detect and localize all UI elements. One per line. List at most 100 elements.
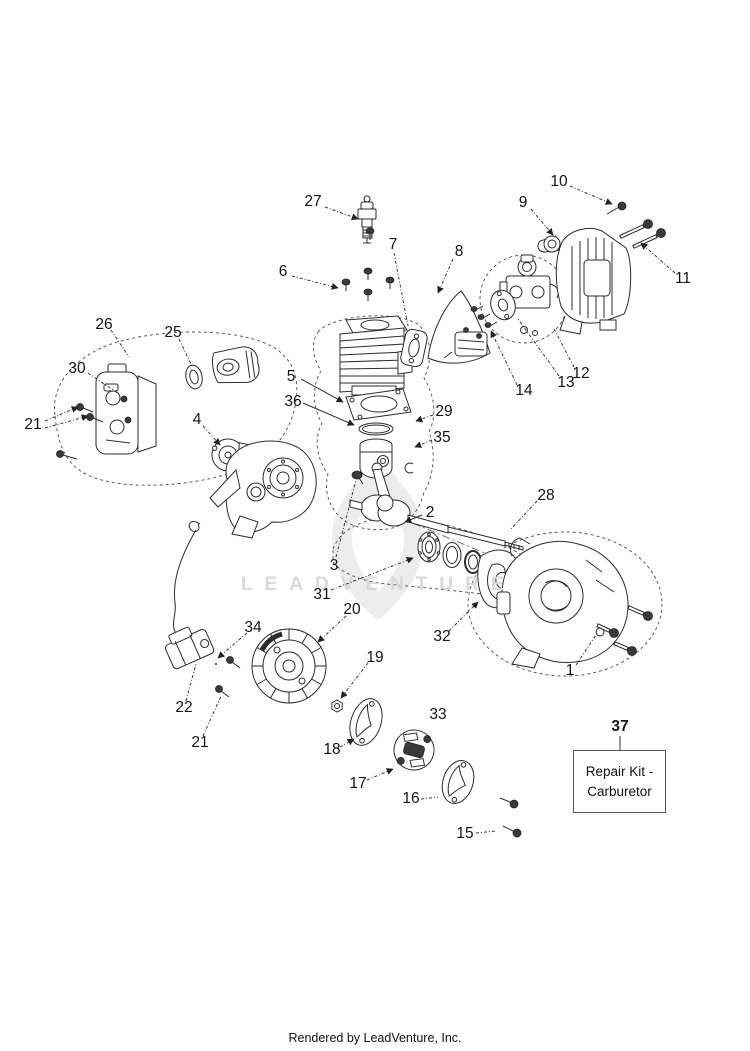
callout-31: 31 — [313, 586, 331, 603]
carburetor-screws — [470, 305, 498, 328]
callout-8: 8 — [454, 243, 464, 260]
callout-28: 28 — [537, 487, 555, 504]
cover-bolts — [606, 201, 666, 249]
piston-ring — [358, 422, 394, 436]
callout-13: 13 — [557, 374, 575, 391]
crank-seal — [464, 550, 482, 574]
callout-3: 3 — [329, 557, 339, 574]
leader-line — [415, 414, 434, 423]
callout-12: 12 — [572, 365, 590, 382]
callout-21: 21 — [191, 734, 209, 751]
cylinder-screws — [341, 227, 395, 301]
ignition-wire — [173, 521, 201, 635]
callout-26: 26 — [95, 316, 113, 333]
leader-line — [448, 601, 479, 632]
ignition-coil — [164, 626, 215, 670]
carburetor-gasket — [490, 289, 516, 321]
starter-plate-upper — [349, 698, 383, 746]
callout-4: 4 — [192, 411, 202, 428]
leader-line — [490, 330, 518, 386]
leader-line — [393, 252, 409, 327]
callout-9: 9 — [518, 194, 528, 211]
cylinder-base-gasket — [345, 388, 412, 421]
coil-screws — [215, 656, 241, 698]
callout-11: 11 — [674, 270, 692, 287]
leader-line — [202, 425, 221, 446]
callout-15: 15 — [456, 825, 474, 842]
left-crankcase-half — [209, 440, 317, 539]
callout-36: 36 — [284, 393, 302, 410]
callout-20: 20 — [343, 601, 361, 618]
callout-6: 6 — [278, 263, 288, 280]
leader-line — [517, 318, 560, 377]
heat-shield — [427, 290, 491, 364]
leader-line — [300, 378, 344, 403]
leader-line — [414, 439, 433, 448]
muffler-group-outline — [54, 331, 298, 486]
callout-7: 7 — [388, 236, 398, 253]
exhaust-flange — [212, 346, 260, 384]
starter-plate-lower — [441, 760, 475, 804]
callout-25: 25 — [164, 324, 182, 341]
callout-2: 2 — [425, 504, 435, 521]
callout-19: 19 — [366, 649, 384, 666]
flywheel — [251, 628, 327, 704]
leader-line — [575, 631, 599, 666]
crank-bearing — [417, 531, 441, 563]
callout-1: 1 — [565, 662, 575, 679]
watermark-flame-logo — [332, 452, 424, 620]
crankcase-bolts — [596, 605, 653, 656]
leader-line — [339, 738, 355, 748]
leader-line — [178, 338, 193, 367]
callout-30: 30 — [68, 360, 86, 377]
leader-line — [335, 479, 357, 558]
leader-line — [87, 372, 120, 395]
starter-pawl-assembly — [393, 729, 435, 771]
piston-circlip — [404, 462, 414, 474]
thrust-washer — [442, 542, 462, 568]
carburetor — [499, 254, 559, 336]
leader-line — [437, 258, 454, 294]
primer-bulb — [543, 235, 561, 253]
leader-line — [553, 328, 575, 368]
callout-32: 32 — [433, 628, 451, 645]
leader-line — [324, 206, 359, 221]
leader-line — [475, 830, 497, 834]
callout-21: 21 — [24, 416, 42, 433]
cylinder-group-outline — [313, 315, 435, 531]
callout-10: 10 — [550, 173, 568, 190]
leader-line — [110, 329, 130, 358]
shield-gasket — [400, 328, 428, 368]
crankcase-group-outline — [467, 531, 663, 677]
leader-line — [330, 557, 414, 591]
leader-line — [640, 242, 676, 274]
leader-line — [302, 402, 355, 426]
callout-18: 18 — [323, 741, 341, 758]
leader-line — [202, 695, 222, 737]
cylinder — [339, 315, 413, 396]
footer-credit: Rendered by LeadVenture, Inc. — [288, 1031, 462, 1045]
leader-line — [404, 514, 423, 523]
plate-screws — [499, 797, 522, 838]
callout-29: 29 — [435, 403, 453, 420]
leader-line — [44, 406, 79, 422]
muffler — [95, 363, 157, 455]
leader-line — [530, 208, 554, 236]
callout-14: 14 — [515, 382, 533, 399]
callout-37: 37 — [611, 718, 629, 735]
watermark: LEADVENTURE — [241, 574, 516, 595]
decompression-knob — [351, 470, 364, 485]
callout-34: 34 — [244, 619, 262, 636]
callout-16: 16 — [402, 790, 420, 807]
callout-17: 17 — [349, 775, 367, 792]
flywheel-nut — [331, 699, 343, 713]
engine-cover — [537, 228, 632, 335]
leader-line — [44, 414, 89, 429]
callout-5: 5 — [286, 368, 296, 385]
callout-22: 22 — [175, 699, 193, 716]
muffler-gasket — [185, 364, 203, 390]
callout-35: 35 — [433, 429, 451, 446]
